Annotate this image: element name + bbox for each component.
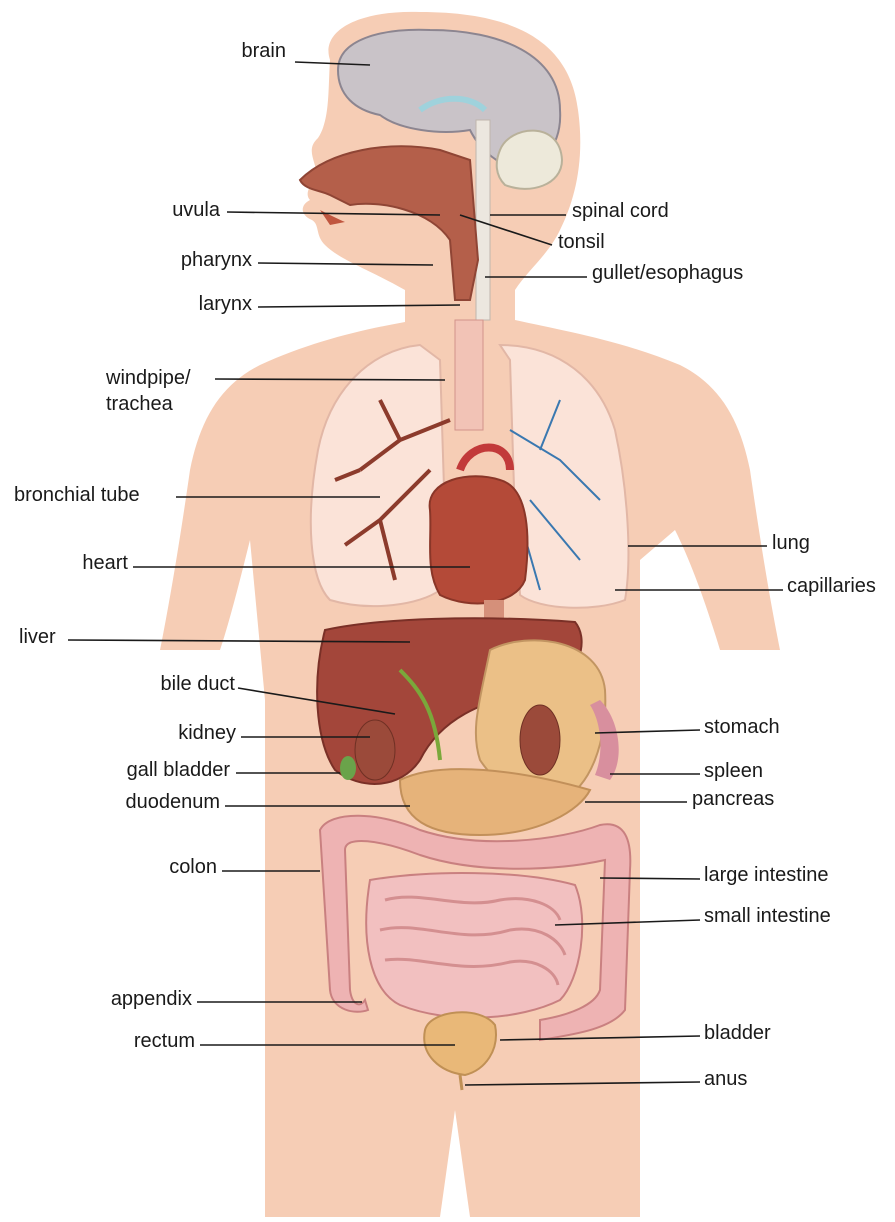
label-spleen: spleen [704,760,763,782]
kidney-shape [355,720,395,780]
label-capillaries: capillaries [787,575,876,597]
label-spinal-cord: spinal cord [572,200,669,222]
label-kidney: kidney [110,722,236,744]
label-gullet-esophagus: gullet/esophagus [592,262,743,284]
label-liver: liver [19,626,56,648]
label-uvula: uvula [120,199,220,221]
label-appendix: appendix [60,988,192,1010]
label-pharynx: pharynx [120,249,252,271]
label-small-intestine: small intestine [704,905,831,927]
cerebellum-shape [497,131,562,189]
label-trachea: trachea [106,393,173,415]
label-windpipe: windpipe/ [106,367,191,389]
heart-shape [430,476,528,603]
label-lung: lung [772,532,810,554]
label-tonsil: tonsil [558,231,605,253]
label-colon: colon [110,856,217,878]
label-duodenum: duodenum [60,791,220,813]
trachea-shape [455,320,483,430]
label-large-intestine: large intestine [704,864,829,886]
label-heart: heart [40,552,128,574]
small-intestine-shape [366,873,582,1018]
label-rectum: rectum [60,1030,195,1052]
label-bile-duct: bile duct [110,673,235,695]
spinal-cord-shape [476,120,490,320]
gall-bladder-shape [340,756,356,780]
label-gall-bladder: gall bladder [40,759,230,781]
label-anus: anus [704,1068,747,1090]
label-bladder: bladder [704,1022,771,1044]
label-brain: brain [196,40,286,62]
label-bronchial-tube: bronchial tube [14,484,140,506]
label-stomach: stomach [704,716,780,738]
label-pancreas: pancreas [692,788,774,810]
label-larynx: larynx [120,293,252,315]
